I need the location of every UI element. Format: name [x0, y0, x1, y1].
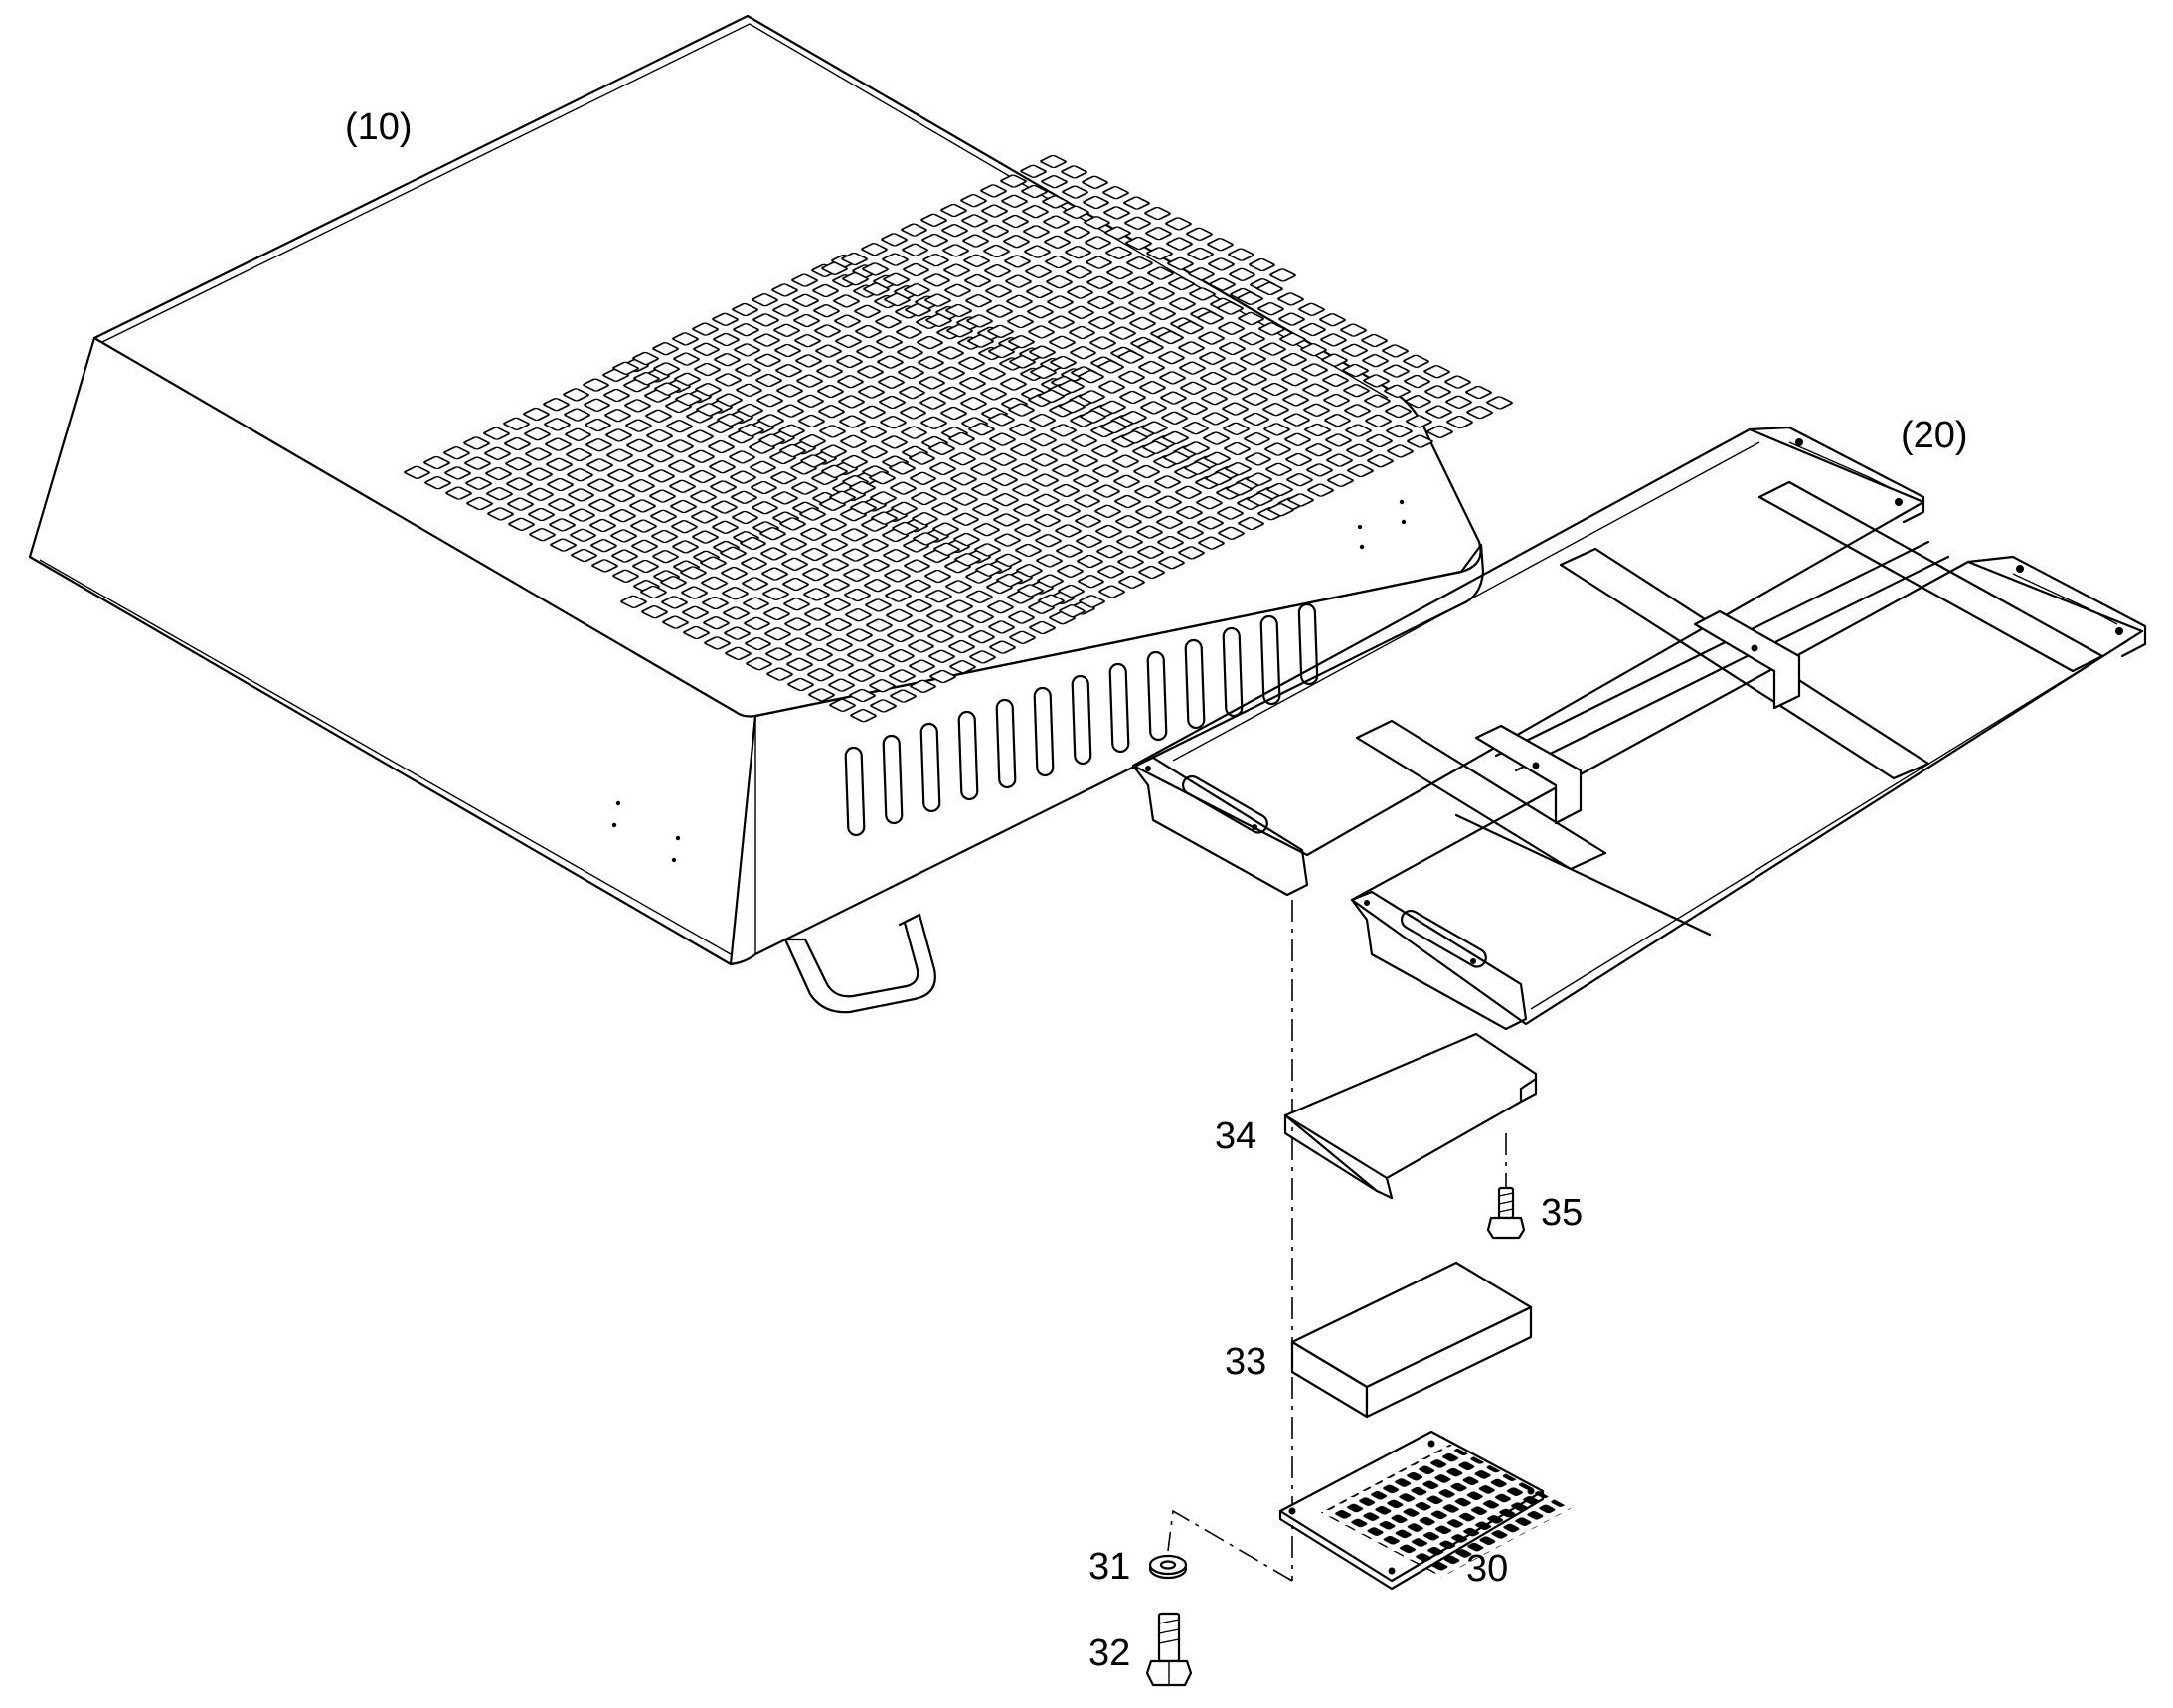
label-part-34: 34: [1215, 1115, 1256, 1157]
front-vent-slots: [844, 602, 1319, 837]
part-33-pad: [1290, 1261, 1533, 1419]
label-part-30: 30: [1466, 1548, 1508, 1590]
part-35-screw: [1486, 1186, 1526, 1240]
part-32-bolt: [1145, 1612, 1193, 1687]
label-part-35: 35: [1541, 1192, 1583, 1234]
part-30-perforated-plate: [1278, 1430, 1572, 1591]
assembly-center-lines: [1167, 900, 1507, 1582]
label-assembly-10: (10): [345, 106, 413, 148]
top-vent-grid-4: [614, 484, 1103, 726]
label-assembly-20: (20): [1901, 415, 1968, 456]
part-31-washer: [1148, 1554, 1188, 1580]
mounting-holes: [611, 499, 1407, 863]
top-vent-grid-6: [1032, 278, 1521, 520]
frame-assembly: [1131, 426, 2147, 1031]
label-part-33: 33: [1225, 1341, 1266, 1383]
part-34-bracket: [1283, 1032, 1538, 1200]
label-part-31: 31: [1088, 1546, 1130, 1588]
label-part-32: 32: [1088, 1632, 1130, 1674]
cover-assembly: [28, 14, 1521, 1014]
top-vent-grid-5: [823, 380, 1312, 621]
